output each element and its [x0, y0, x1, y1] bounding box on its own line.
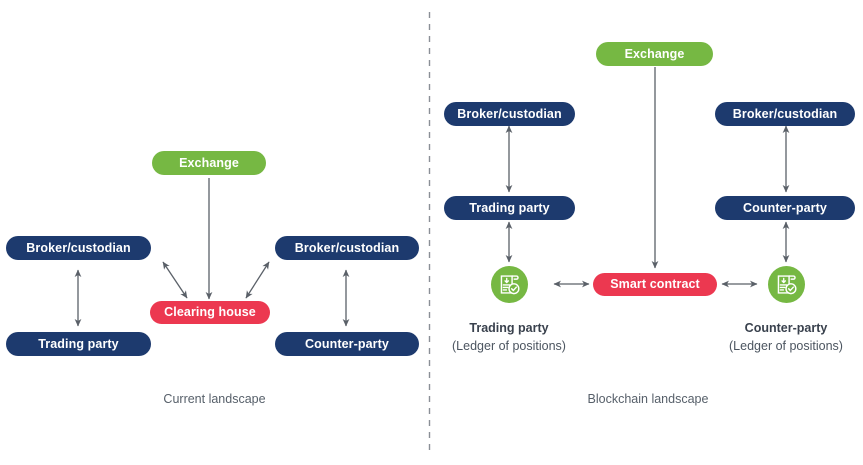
ledger-label-trading-party: Trading party (Ledger of positions) [429, 319, 589, 355]
caption-text: Current landscape [163, 392, 266, 406]
ledger-label-title: Counter-party [744, 321, 828, 335]
node-label: Clearing house [164, 305, 256, 320]
ledger-label-title: Trading party [469, 321, 549, 335]
node-smart-contract[interactable]: Smart contract [593, 273, 717, 296]
arrow-broker-left-clearing-house [162, 261, 188, 299]
node-counter-party-blockchain[interactable]: Counter-party [715, 196, 855, 220]
node-exchange-blockchain[interactable]: Exchange [596, 42, 713, 66]
node-broker-custodian-right-current[interactable]: Broker/custodian [275, 236, 419, 260]
node-broker-custodian-left-current[interactable]: Broker/custodian [6, 236, 151, 260]
ledger-label-counter-party: Counter-party (Ledger of positions) [706, 319, 863, 355]
node-counter-party-current[interactable]: Counter-party [275, 332, 419, 356]
node-trading-party-blockchain[interactable]: Trading party [444, 196, 575, 220]
arrow-broker-right-clearing-house [245, 261, 270, 299]
ledger-document-check-icon[interactable] [768, 266, 805, 303]
ledger-glyph [500, 275, 520, 295]
node-broker-custodian-right-blockchain[interactable]: Broker/custodian [715, 102, 855, 126]
caption-text: Blockchain landscape [587, 392, 709, 406]
node-label: Broker/custodian [26, 240, 131, 255]
node-label: Broker/custodian [457, 106, 562, 121]
ledger-label-subtitle: (Ledger of positions) [729, 339, 843, 354]
node-broker-custodian-left-blockchain[interactable]: Broker/custodian [444, 102, 575, 126]
caption-blockchain-landscape: Blockchain landscape [433, 391, 863, 408]
node-label: Exchange [179, 155, 239, 170]
node-clearing-house[interactable]: Clearing house [150, 301, 270, 324]
node-label: Smart contract [610, 277, 700, 292]
node-label: Trading party [469, 200, 550, 215]
node-exchange-current[interactable]: Exchange [152, 151, 266, 175]
ledger-label-subtitle: (Ledger of positions) [452, 339, 566, 354]
node-label: Broker/custodian [732, 106, 838, 121]
node-label: Exchange [624, 46, 685, 61]
node-label: Broker/custodian [294, 240, 400, 255]
node-label: Counter-party [305, 336, 389, 351]
node-label: Counter-party [743, 200, 827, 215]
ledger-glyph [777, 275, 797, 295]
node-label: Trading party [38, 336, 119, 351]
ledger-document-check-icon[interactable] [491, 266, 528, 303]
node-trading-party-current[interactable]: Trading party [6, 332, 151, 356]
caption-current-landscape: Current landscape [0, 391, 429, 408]
